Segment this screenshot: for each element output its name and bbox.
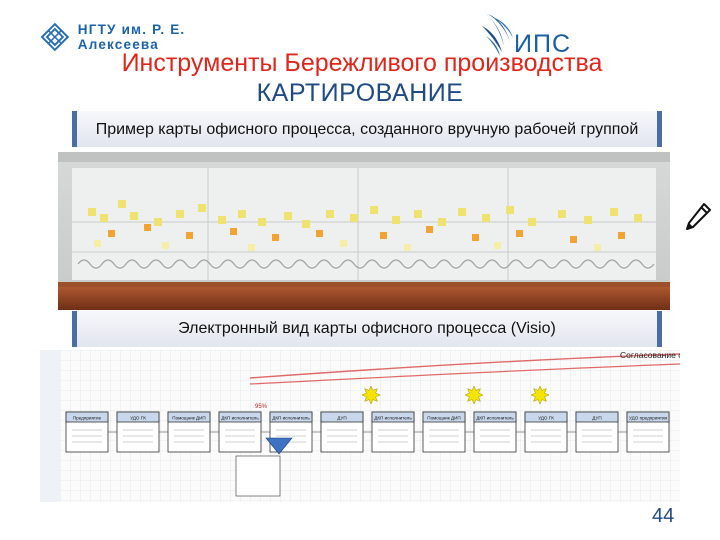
process-step-box: Помощник ДИП	[167, 411, 219, 453]
pencil-icon	[686, 203, 711, 230]
institute-logo: ИПС	[478, 8, 571, 60]
process-step-label: ДКП исполнитель	[476, 416, 514, 421]
page-title: Инструменты Бережливого производства	[121, 49, 603, 77]
process-map-photo-image	[58, 152, 670, 310]
process-step-box: Помощник ДИП	[422, 411, 474, 453]
visio-top-label: Согласование с	[620, 350, 680, 360]
process-step-box: ДКП исполнитель	[473, 411, 525, 453]
visio-caption-banner: Электронный вид карты офисного процесса …	[72, 311, 662, 347]
visio-caption-text: Электронный вид карты офисного процесса …	[178, 320, 556, 337]
process-step-box: ДКП исполнитель	[371, 411, 423, 453]
process-step-box: ДУП	[320, 411, 372, 453]
process-step-label: Помощник ДИП	[172, 416, 205, 421]
inventory-triangle-icon	[265, 437, 293, 455]
process-step-box: УДО ГК	[524, 411, 576, 453]
process-step-label: УДО ГК	[538, 416, 554, 421]
process-step-box: УДО предприятия	[626, 411, 670, 453]
university-name: НГТУ им. Р. Е. Алексеева	[77, 22, 186, 52]
page-subtitle: КАРТИРОВАНИЕ	[256, 79, 464, 107]
process-step-box: ДКП исполнитель	[218, 411, 270, 453]
visio-process-map: 95% Предприятие УДО ГК Помощник ДИП ДКП исп…	[40, 350, 680, 502]
process-step-label: ДУП	[337, 416, 346, 421]
process-step-label: УДО предприятия	[629, 416, 668, 421]
kaizen-burst-icon	[464, 385, 484, 405]
process-step-label: УДО ГК	[130, 416, 146, 421]
process-step-label: ДУП	[592, 416, 601, 421]
process-step-label: ДКП исполнитель	[272, 416, 310, 421]
university-emblem-icon	[40, 22, 70, 52]
kaizen-burst-icon	[530, 385, 550, 405]
photo-caption-text: Пример карты офисного процесса, созданно…	[95, 121, 639, 138]
process-step-label: ДКП исполнитель	[374, 416, 412, 421]
kaizen-burst-icon	[361, 385, 381, 405]
process-step-label: Предприятие	[73, 416, 102, 421]
process-step-box: УДО ГК	[116, 411, 168, 453]
photo-caption-banner: Пример карты офисного процесса, созданно…	[72, 111, 662, 147]
process-step-label: ДКП исполнитель	[221, 416, 259, 421]
process-step-label: Помощник ДИП	[427, 416, 460, 421]
visio-percent-label: 95%	[255, 404, 268, 410]
visio-map-drawing: 95% Предприятие УДО ГК Помощник ДИП ДКП исп…	[40, 350, 680, 502]
page-number: 44	[652, 505, 675, 527]
process-note-box	[235, 455, 281, 497]
university-logo: НГТУ им. Р. Е. Алексеева	[40, 22, 270, 52]
process-step-box: Предприятие	[65, 411, 117, 453]
institute-logo-text: ИПС	[514, 30, 571, 58]
process-step-box: ДУП	[575, 411, 627, 453]
process-map-photo	[58, 152, 670, 310]
